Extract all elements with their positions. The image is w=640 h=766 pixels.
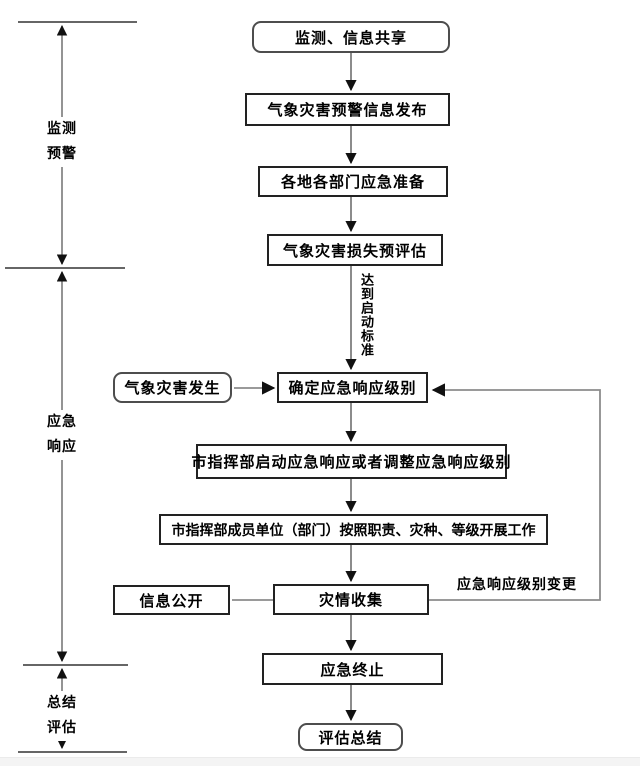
node-information-disclosure: 信息公开 xyxy=(113,585,230,615)
phase-label-evaluation-line1: 总结 xyxy=(47,695,77,711)
edge-label-reach-threshold: 达到启动标准 xyxy=(358,273,373,357)
phase-label-monitoring-line1: 监测 xyxy=(47,121,77,137)
phase-label-monitoring-line2: 预警 xyxy=(47,146,77,162)
page-bottom-edge xyxy=(0,757,640,766)
phase-label-monitoring: 监测 预警 xyxy=(40,117,84,167)
node-loss-preassessment: 气象灾害损失预评估 xyxy=(267,234,443,266)
phase-axis-ticks xyxy=(5,21,137,753)
node-disaster-info-collection: 灾情收集 xyxy=(273,584,429,615)
side-connectors xyxy=(232,381,601,601)
phase-label-response: 应急 响应 xyxy=(40,410,84,460)
node-emergency-preparation: 各地各部门应急准备 xyxy=(258,166,448,197)
phase-label-evaluation: 总结 评估 xyxy=(40,691,84,741)
node-disaster-occurs: 气象灾害发生 xyxy=(113,372,232,403)
feedback-loop-line xyxy=(429,383,601,601)
phase-label-evaluation-line2: 评估 xyxy=(47,720,77,736)
phase-label-response-line2: 响应 xyxy=(47,439,77,455)
node-emergency-termination: 应急终止 xyxy=(262,653,443,685)
node-determine-response-level: 确定应急响应级别 xyxy=(277,372,428,403)
node-launch-or-adjust-response: 市指挥部启动应急响应或者调整应急响应级别 xyxy=(192,444,511,479)
node-warning-release: 气象灾害预警信息发布 xyxy=(245,93,450,126)
node-member-units-work: 市指挥部成员单位（部门）按照职责、灾种、等级开展工作 xyxy=(159,514,548,545)
node-evaluation-summary: 评估总结 xyxy=(298,723,403,751)
edge-label-level-change: 应急响应级别变更 xyxy=(457,577,577,593)
phase-label-response-line1: 应急 xyxy=(47,414,77,430)
node-start: 监测、信息共享 xyxy=(252,21,450,53)
